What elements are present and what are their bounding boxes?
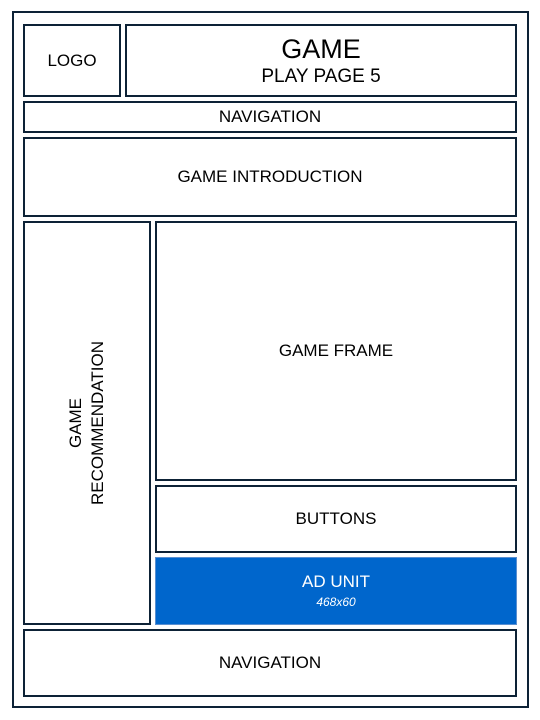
buttons-label: BUTTONS xyxy=(295,509,377,528)
logo-label: LOGO xyxy=(47,50,97,70)
game-introduction-label: GAME INTRODUCTION xyxy=(177,167,363,186)
top-navigation-label: NAVIGATION xyxy=(218,107,322,126)
game-frame-label: GAME FRAME xyxy=(278,341,394,360)
top-navigation: NAVIGATION xyxy=(23,101,517,133)
game-recommendation-label: GAME RECOMMENDATION xyxy=(65,341,109,505)
page-subtitle: PLAY PAGE 5 xyxy=(261,65,381,87)
game-recommendation-sidebar: GAME RECOMMENDATION xyxy=(23,221,151,625)
game-frame: GAME FRAME xyxy=(155,221,517,481)
game-introduction-section: GAME INTRODUCTION xyxy=(23,137,517,217)
page-title: GAME xyxy=(281,33,361,64)
logo-placeholder: LOGO xyxy=(23,24,121,97)
game-recommendation-line1: GAME xyxy=(66,397,86,449)
game-recommendation-line2: RECOMMENDATION xyxy=(88,340,108,506)
bottom-navigation-label: NAVIGATION xyxy=(218,653,322,672)
ad-unit-size: 468x60 xyxy=(316,595,356,609)
ad-unit-label: AD UNIT xyxy=(302,572,370,591)
page-title-block: GAME PLAY PAGE 5 xyxy=(125,24,517,97)
ad-unit: AD UNIT 468x60 xyxy=(155,557,517,625)
buttons-area: BUTTONS xyxy=(155,485,517,553)
bottom-navigation: NAVIGATION xyxy=(23,629,517,697)
